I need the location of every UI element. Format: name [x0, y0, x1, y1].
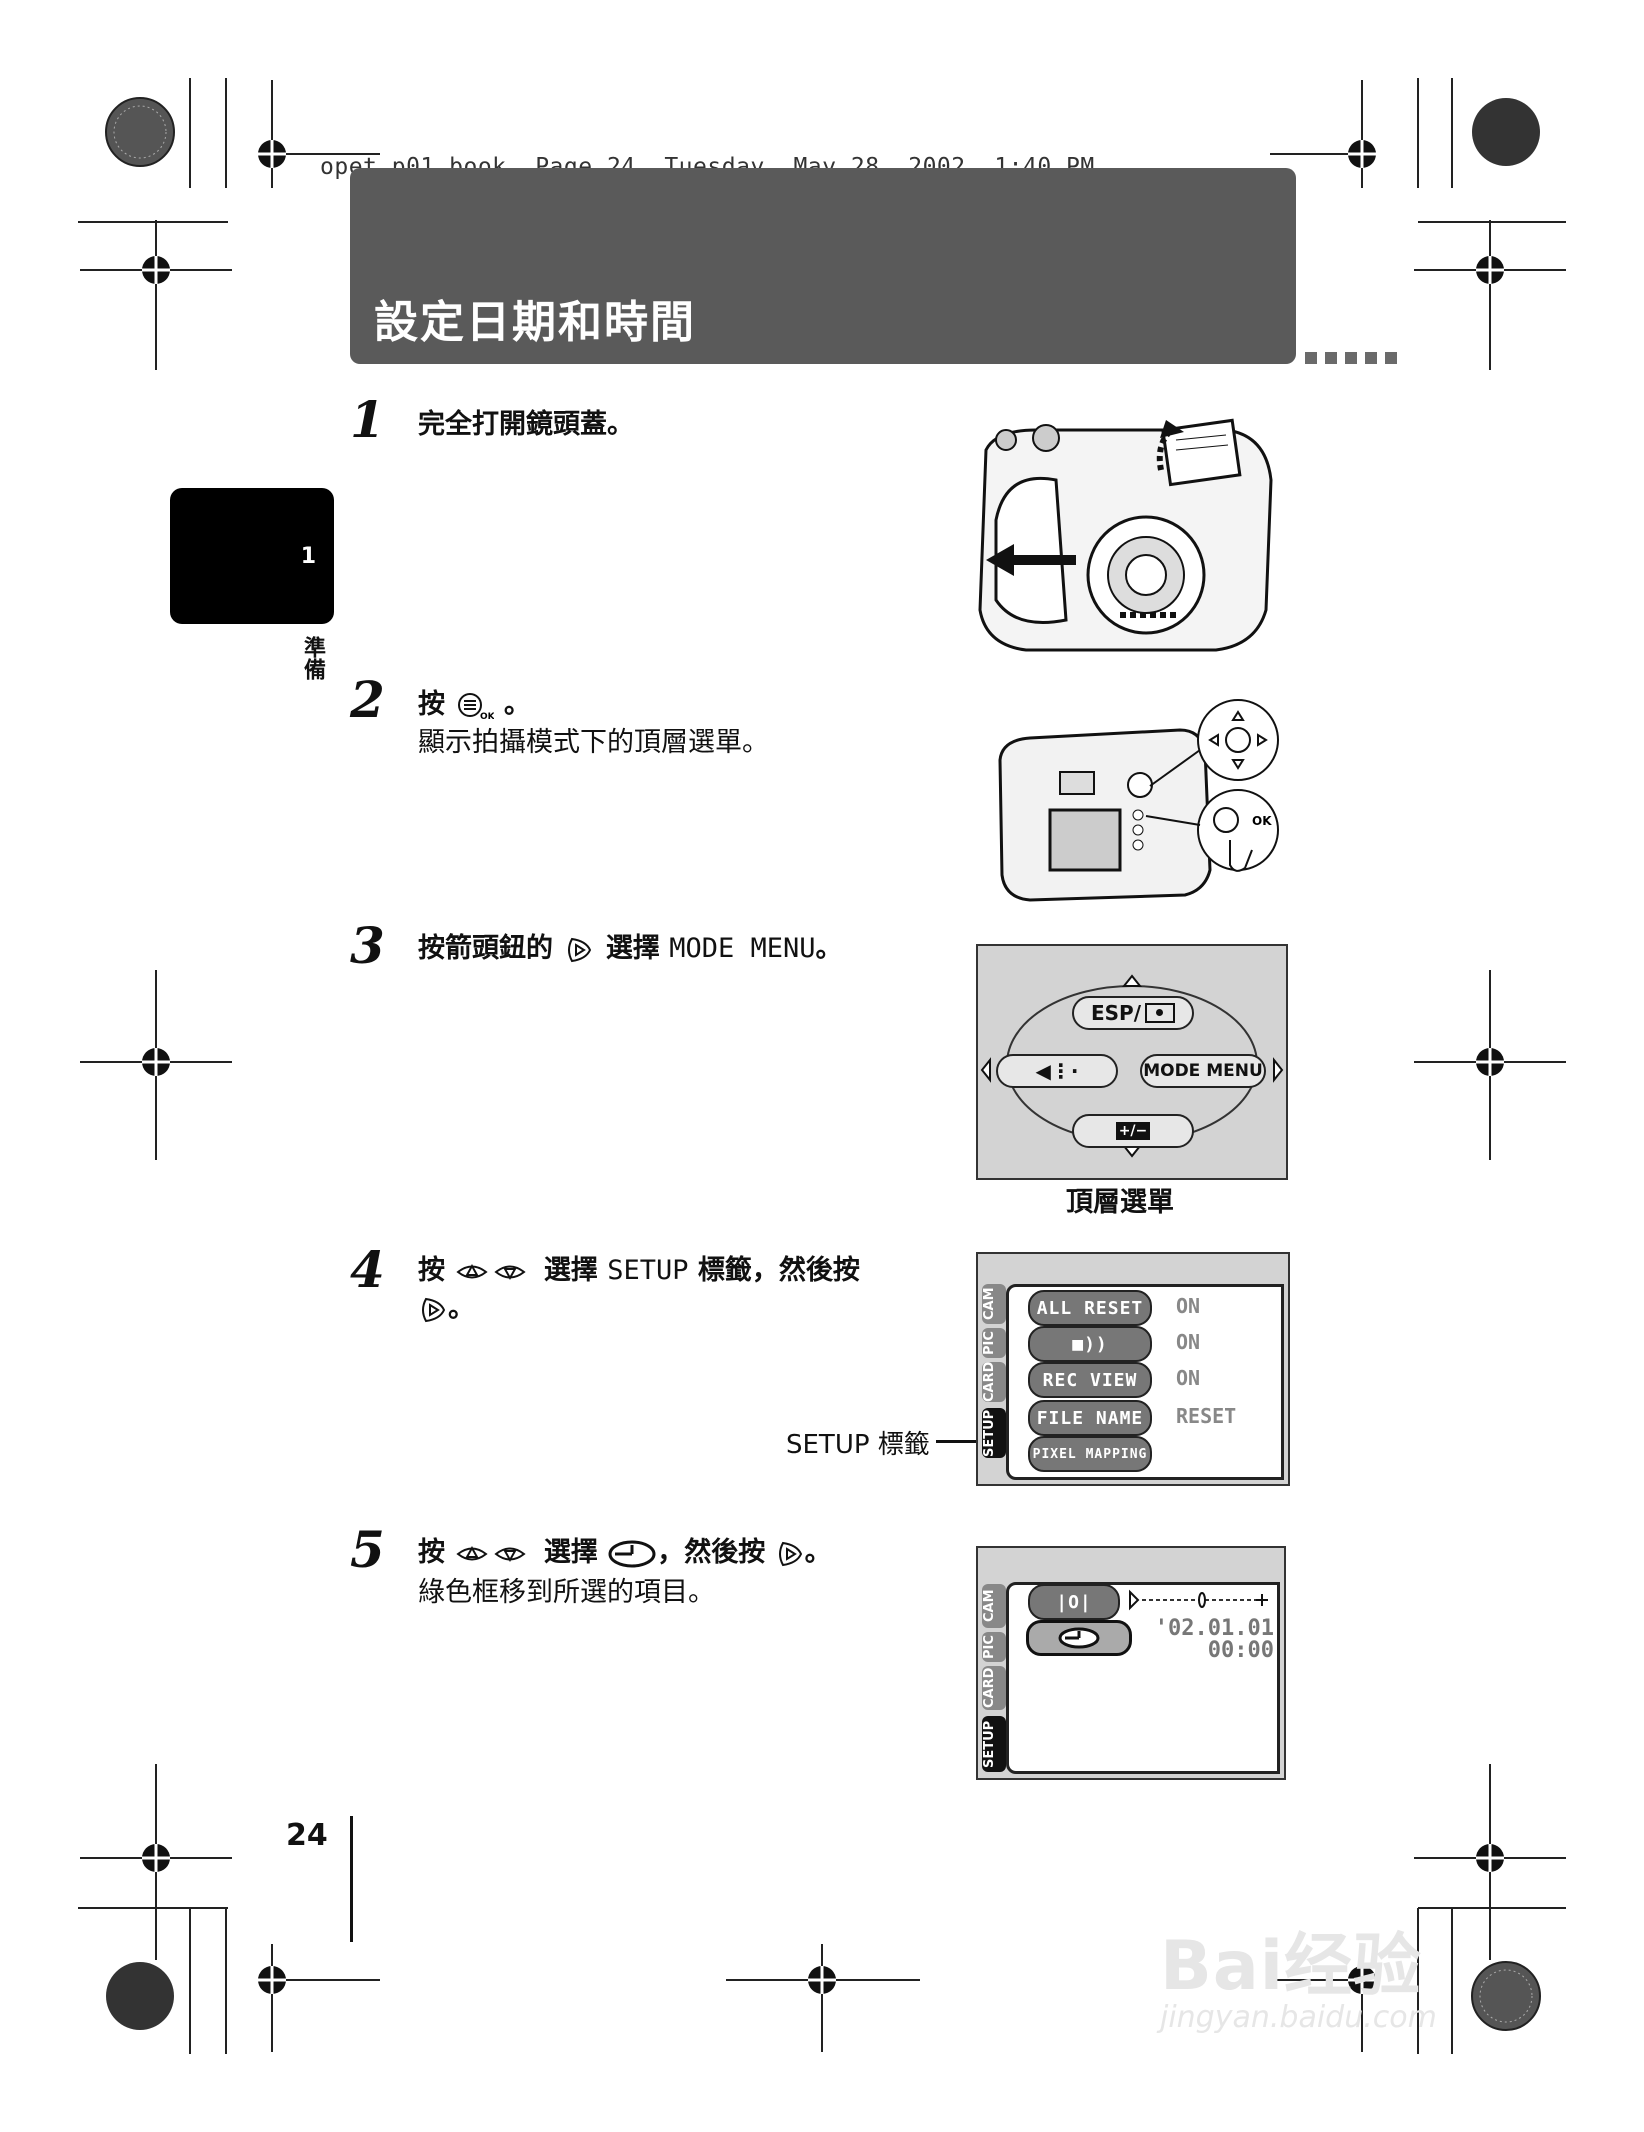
step-5-mid: 選擇	[543, 1537, 598, 1568]
clock-icon	[1058, 1627, 1100, 1649]
step-4-text: 按 選擇 SETUP 標籤，然後按 。	[418, 1252, 938, 1328]
spot-meter-icon	[1145, 1003, 1176, 1023]
step-4-pre: 按	[418, 1255, 445, 1286]
step-2-pre: 按	[418, 689, 445, 720]
tab-pic[interactable]: PIC	[982, 1632, 1006, 1662]
brightness-icon: |O|	[1056, 1591, 1092, 1613]
setting-beep[interactable]: ■))	[1028, 1326, 1152, 1362]
right-arrow-button-icon	[778, 1541, 802, 1566]
tab-cam[interactable]: CAM	[982, 1284, 1006, 1324]
chapter-tab: 1	[170, 488, 334, 624]
step-5-subtext: 綠色框移到所選的項目。	[418, 1577, 715, 1608]
step-2-post: 。	[503, 689, 531, 720]
step-5-pre: 按	[418, 1537, 445, 1568]
setup-tab-callout: SETUP 標籤	[786, 1430, 930, 1460]
setting-beep-value: ON	[1176, 1330, 1201, 1354]
chapter-number: 1	[300, 544, 316, 569]
exposure-compensation-icon: +/−	[1116, 1122, 1150, 1140]
step-3-number: 3	[350, 916, 385, 975]
step-2-number: 2	[350, 670, 385, 729]
esp-spot-menu-item[interactable]: ESP/	[1072, 996, 1194, 1030]
baidu-watermark: Bai经验	[1160, 1927, 1423, 2006]
page-number: 24	[286, 1818, 328, 1853]
right-arrow-button-icon	[422, 1297, 446, 1322]
right-arrow-button-icon	[568, 937, 592, 962]
tab-card[interactable]: CARD	[982, 1362, 1006, 1402]
date-time-value: '02.01.01 00:00	[1140, 1618, 1274, 1662]
camera-back-illustration: OK	[998, 699, 1279, 902]
tab-pic[interactable]: PIC	[982, 1328, 1006, 1358]
up-down-arrow-buttons-icon	[456, 1263, 527, 1280]
tab-card[interactable]: CARD	[982, 1666, 1006, 1710]
setting-all-reset-value: ON	[1176, 1294, 1201, 1318]
camera-lens-cover-illustration	[978, 418, 1273, 652]
setting-rec-view-value: ON	[1176, 1366, 1201, 1390]
step-4-code: SETUP	[607, 1255, 689, 1286]
mode-menu-item[interactable]: MODE MENU	[1140, 1054, 1266, 1088]
setting-rec-view[interactable]: REC VIEW	[1028, 1362, 1152, 1398]
step-3-pre: 按箭頭鈕的	[418, 933, 553, 964]
step-2-text: 按 OK 。	[418, 686, 531, 724]
menu-ok-button-icon: OK	[458, 692, 494, 722]
drive-mode-menu-item[interactable]: ◀⋮·	[996, 1054, 1118, 1088]
speaker-icon: ■))	[1072, 1333, 1108, 1355]
date-value: '02.01.01	[1154, 1616, 1274, 1641]
step-4-mid: 選擇	[543, 1255, 598, 1286]
setting-file-name[interactable]: FILE NAME	[1028, 1400, 1152, 1436]
setting-monitor-brightness[interactable]: |O|	[1028, 1584, 1120, 1620]
baidu-watermark-url: jingyan.baidu.com	[1160, 2000, 1437, 2035]
tab-setup[interactable]: SETUP	[982, 1716, 1006, 1772]
step-3-mid: 選擇	[605, 933, 660, 964]
up-down-arrow-buttons-icon	[456, 1545, 527, 1562]
step-5-text: 按 選擇 ，然後按 。	[418, 1534, 832, 1572]
tab-setup[interactable]: SETUP	[982, 1408, 1006, 1458]
tab-cam[interactable]: CAM	[982, 1584, 1006, 1628]
top-menu-caption: 頂層選單	[1066, 1187, 1174, 1218]
setting-date-time-selected[interactable]	[1026, 1620, 1132, 1656]
page-number-rule	[350, 1816, 353, 1942]
step-4-after: 標籤，然後按	[697, 1255, 860, 1286]
title-dots	[1305, 352, 1397, 364]
exposure-compensation-menu-item[interactable]: +/−	[1072, 1114, 1194, 1148]
step-5-number: 5	[350, 1520, 385, 1579]
setting-file-name-value: RESET	[1176, 1404, 1237, 1428]
setting-all-reset[interactable]: ALL RESET	[1028, 1290, 1152, 1326]
esp-label: ESP/	[1090, 1001, 1142, 1025]
title-banner	[350, 168, 1296, 364]
top-menu-screen: ESP/ ◀⋮· MODE MENU +/−	[976, 944, 1288, 1180]
callout-line	[936, 1440, 976, 1443]
step-3-post: 。	[815, 933, 843, 964]
step-3-text: 按箭頭鈕的 選擇 MODE MENU。	[418, 930, 843, 968]
chapter-label: 準備	[300, 636, 325, 680]
svg-text:OK: OK	[480, 712, 494, 722]
clock-icon	[608, 1540, 656, 1567]
datetime-screen: CAM PIC CARD SETUP |O| '02.01.01 00:00	[976, 1546, 1286, 1780]
step-5-after: ，然後按	[657, 1537, 766, 1568]
svg-text:OK: OK	[1252, 814, 1272, 828]
setup-tab-screen: CAM PIC CARD SETUP ALL RESET ON ■)) ON R…	[976, 1252, 1290, 1486]
step-4-post: 。	[448, 1293, 475, 1324]
brightness-slider[interactable]	[1126, 1586, 1276, 1614]
step-2-subtext: 顯示拍攝模式下的頂層選單。	[418, 727, 769, 758]
drive-mode-icon: ◀⋮·	[1035, 1059, 1079, 1083]
step-3-code: MODE MENU	[669, 933, 816, 964]
step-4-number: 4	[350, 1240, 385, 1299]
step-5-post: 。	[804, 1537, 832, 1568]
page-title: 設定日期和時間	[374, 297, 696, 348]
setting-pixel-mapping[interactable]: PIXEL MAPPING	[1028, 1436, 1152, 1472]
step-1-number: 1	[350, 390, 385, 449]
step-1-text: 完全打開鏡頭蓋。	[418, 409, 634, 440]
time-value: 00:00	[1207, 1638, 1274, 1663]
